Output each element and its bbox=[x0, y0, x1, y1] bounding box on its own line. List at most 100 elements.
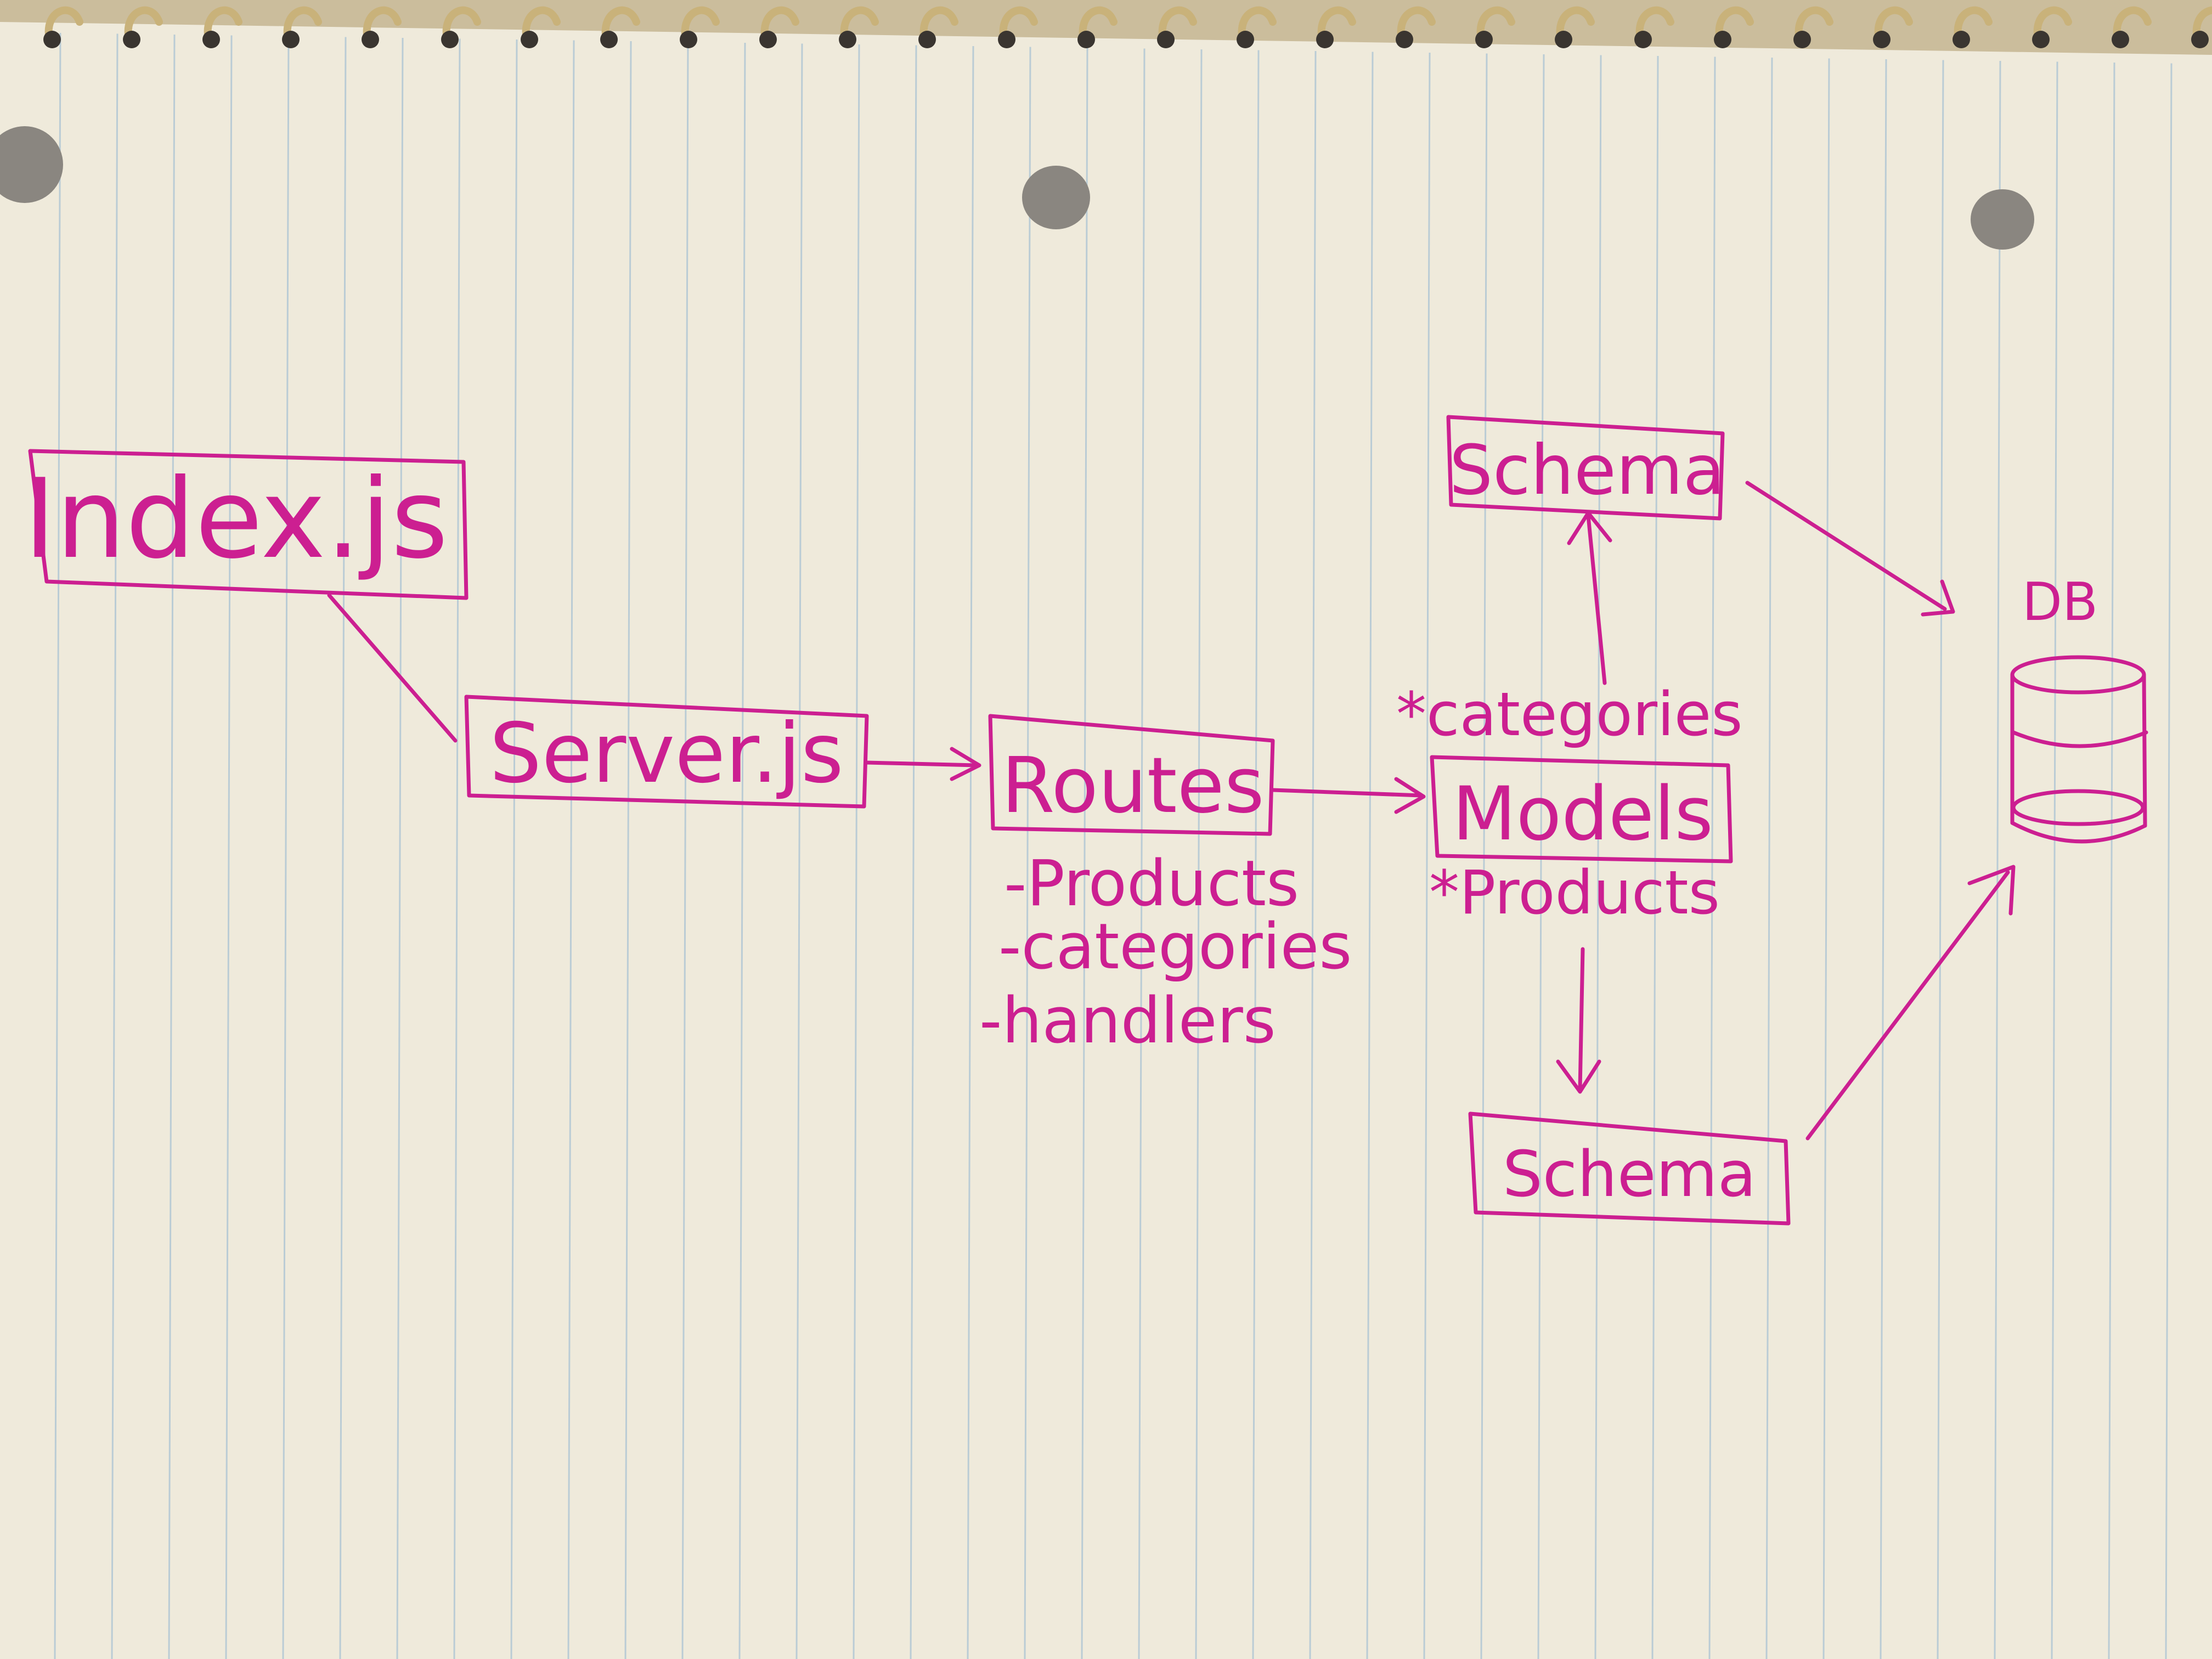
routes-item-products: -Products bbox=[1004, 847, 1299, 921]
arrowhead bbox=[1921, 579, 1955, 617]
arrowhead bbox=[1967, 865, 2016, 916]
models-label-categories: *categories bbox=[1396, 679, 1743, 749]
spiral-coil bbox=[124, 6, 163, 42]
ruled-line bbox=[2051, 61, 2058, 1659]
spiral-hole bbox=[1714, 31, 1731, 48]
spiral-coil bbox=[919, 6, 958, 42]
spiral-coil bbox=[999, 6, 1038, 42]
ruled-line bbox=[738, 42, 746, 1659]
spiral-coil bbox=[1317, 6, 1356, 42]
ruled-line bbox=[1252, 50, 1260, 1659]
ruled-line bbox=[1138, 48, 1146, 1659]
spiral-coil bbox=[681, 6, 720, 42]
spiral-hole bbox=[441, 31, 459, 48]
ruled-line bbox=[282, 36, 290, 1659]
spiral-hole bbox=[521, 31, 538, 48]
ruled-line bbox=[681, 42, 689, 1659]
models-box bbox=[1430, 755, 1733, 864]
edge-models-to-schema-bottom bbox=[1578, 947, 1585, 1091]
spiral-hole bbox=[1793, 31, 1811, 48]
spiral-hole bbox=[1396, 31, 1413, 48]
spiral-coil bbox=[1715, 6, 1754, 42]
ruled-line bbox=[1195, 49, 1203, 1659]
spiral-hole bbox=[680, 31, 697, 48]
ruled-line bbox=[225, 35, 233, 1659]
spiral-binding bbox=[43, 6, 2212, 48]
ruled-line bbox=[1309, 50, 1317, 1659]
spiral-hole bbox=[1077, 31, 1095, 48]
spiral-coil bbox=[2033, 6, 2072, 42]
ruled-line bbox=[910, 45, 917, 1659]
routes-item-handlers: -handlers bbox=[979, 984, 1276, 1058]
schema-bottom-label: Schema bbox=[1503, 1138, 1756, 1211]
spiral-coil bbox=[363, 6, 402, 42]
ruled-line bbox=[967, 46, 974, 1659]
notebook-page bbox=[0, 22, 2212, 1659]
ruled-lines bbox=[54, 32, 2172, 1659]
spiral-coil bbox=[44, 6, 83, 42]
spiral-coil bbox=[1238, 6, 1277, 42]
ruled-line bbox=[795, 43, 803, 1659]
spiral-hole bbox=[1953, 31, 1970, 48]
spiral-coil bbox=[1795, 6, 1833, 42]
binder-hole bbox=[1971, 189, 2034, 250]
spiral-hole bbox=[1555, 31, 1572, 48]
ruled-line bbox=[339, 37, 347, 1659]
ruled-line bbox=[510, 39, 518, 1659]
ruled-line bbox=[2108, 62, 2115, 1659]
spiral-coil bbox=[1476, 6, 1515, 42]
ruled-line bbox=[853, 44, 860, 1659]
ruled-line bbox=[111, 33, 119, 1659]
server-label: Server.js bbox=[489, 706, 844, 802]
models-label-products: *Products bbox=[1429, 857, 1720, 928]
ruled-line bbox=[396, 37, 404, 1659]
edge-schema-top-to-db bbox=[1745, 481, 1947, 611]
spiral-coil bbox=[1079, 6, 1118, 42]
schema-top-label: Schema bbox=[1449, 431, 1725, 510]
server-box bbox=[464, 695, 869, 809]
edge-routes-to-models bbox=[1271, 788, 1423, 798]
ruled-line bbox=[624, 41, 632, 1659]
spiral-coil bbox=[204, 6, 242, 42]
spiral-coil bbox=[601, 6, 640, 42]
edge-models-to-schema-top bbox=[1586, 514, 1607, 685]
ruled-line bbox=[1423, 52, 1431, 1659]
ruled-line bbox=[1937, 60, 1944, 1659]
ruled-line bbox=[2165, 63, 2172, 1659]
spiral-coil bbox=[2192, 6, 2212, 42]
ruled-line bbox=[1651, 55, 1659, 1659]
schema-top-box bbox=[1446, 415, 1725, 521]
spiral-hole bbox=[1316, 31, 1334, 48]
binder-hole bbox=[0, 126, 63, 203]
ruled-line bbox=[1366, 52, 1374, 1659]
spiral-hole bbox=[123, 31, 140, 48]
ruled-line bbox=[54, 32, 61, 1659]
db-label: DB bbox=[2022, 572, 2098, 633]
routes-label: Routes bbox=[1001, 741, 1264, 831]
edge-server-to-routes bbox=[865, 760, 979, 768]
models-label: Models bbox=[1452, 771, 1713, 857]
ruled-line bbox=[453, 38, 461, 1659]
spiral-hole bbox=[839, 31, 856, 48]
spiral-coil bbox=[283, 6, 322, 42]
db-cylinder-icon bbox=[2010, 655, 2148, 844]
index-box bbox=[28, 449, 469, 600]
ruled-line bbox=[567, 40, 575, 1659]
spiral-hole bbox=[1634, 31, 1652, 48]
spiral-coil bbox=[840, 6, 879, 42]
ruled-line bbox=[1822, 58, 1830, 1659]
ruled-line bbox=[1994, 60, 2001, 1659]
ruled-line bbox=[168, 34, 176, 1659]
spiral-hole bbox=[1475, 31, 1493, 48]
spiral-hole bbox=[600, 31, 618, 48]
schema-bottom-box bbox=[1468, 1111, 1791, 1226]
spiral-hole bbox=[43, 31, 61, 48]
ruled-line bbox=[1880, 59, 1887, 1659]
binder-hole bbox=[1022, 166, 1090, 229]
spiral-coil bbox=[1954, 6, 1993, 42]
spiral-coil bbox=[2113, 6, 2152, 42]
spiral-coil bbox=[1874, 6, 1913, 42]
ruled-line bbox=[1024, 47, 1031, 1659]
spiral-hole bbox=[2191, 31, 2209, 48]
